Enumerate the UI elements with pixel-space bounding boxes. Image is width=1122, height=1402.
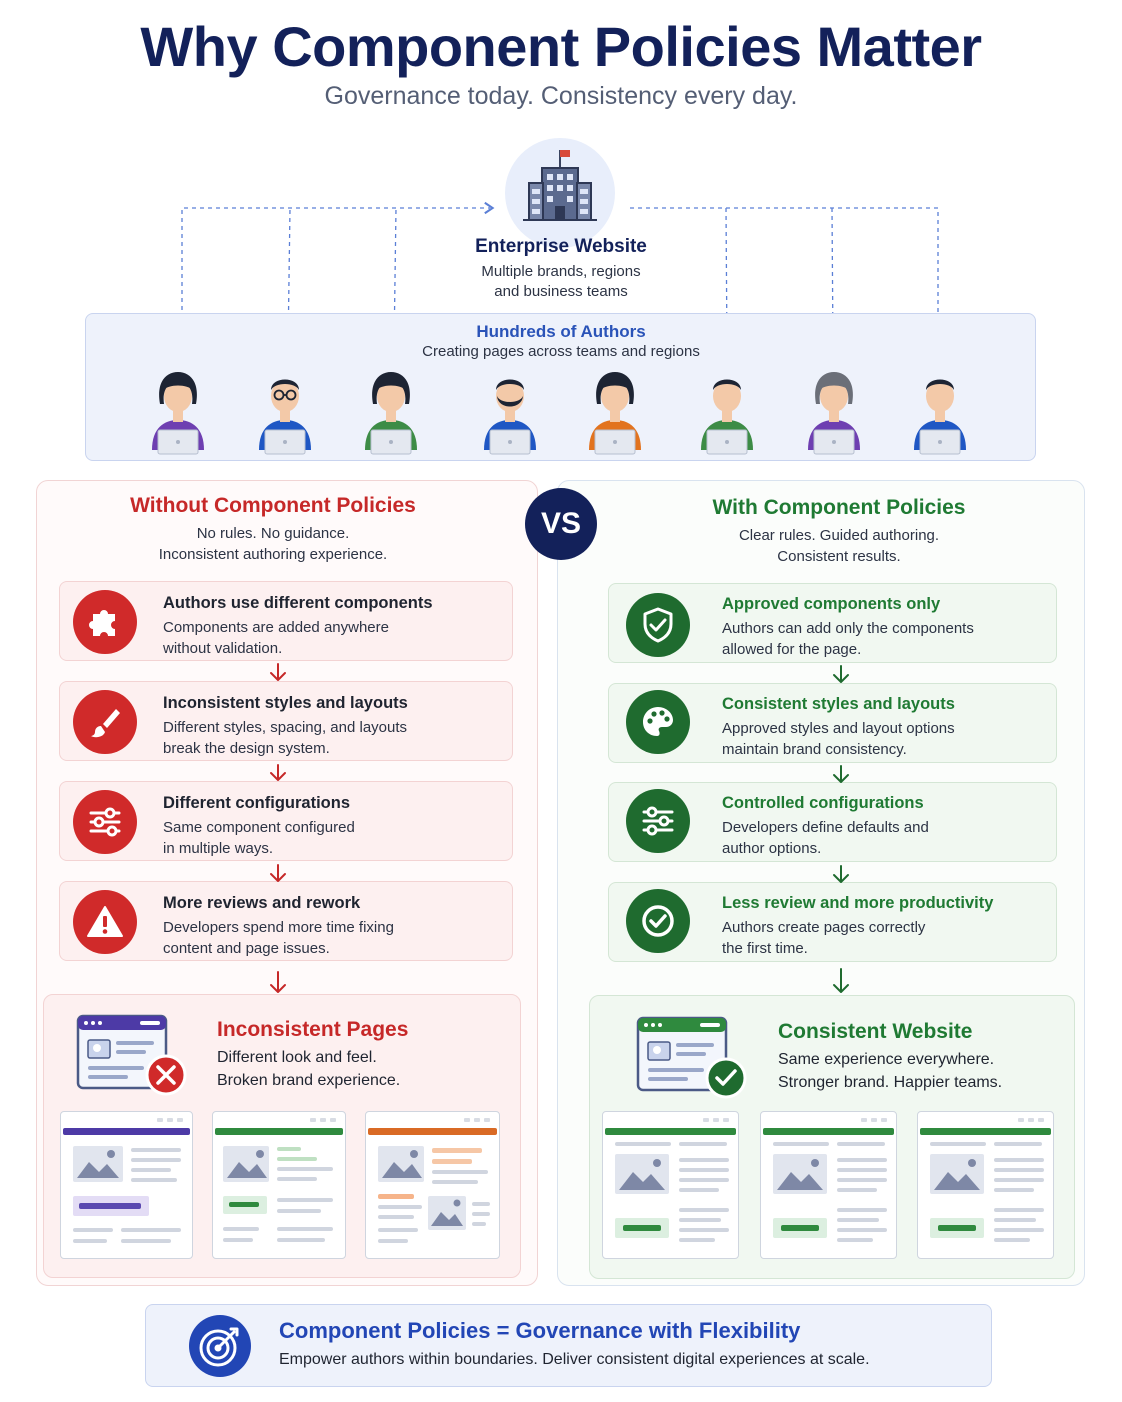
- card-text-line2: maintain brand consistency.: [722, 741, 907, 758]
- consistent-website-text: Same experience everywhere. Stronger bra…: [778, 1048, 1002, 1094]
- flow-arrows: [270, 663, 849, 993]
- card-title: More reviews and rework: [163, 894, 361, 912]
- enterprise-title: Enterprise Website: [475, 236, 647, 257]
- card-text: Components are added anywhere without va…: [163, 617, 389, 659]
- outcome-line1: Same experience everywhere.: [778, 1051, 995, 1068]
- card-text-line2: author options.: [722, 840, 822, 857]
- paintbrush-icon: [73, 690, 137, 754]
- authors-panel: [85, 313, 1036, 461]
- shield-check-icon: [626, 593, 690, 657]
- inconsistent-page-thumbnail: [365, 1111, 500, 1259]
- card-text-line1: Authors can add only the components: [722, 620, 974, 637]
- with-card-2: Consistent styles and layouts Approved s…: [608, 683, 1057, 763]
- without-card-3: Different configurations Same component …: [59, 781, 513, 861]
- sliders-icon: [626, 789, 690, 853]
- card-title: Approved components only: [722, 595, 941, 613]
- author-avatar: [144, 366, 212, 458]
- author-avatar: [693, 366, 761, 458]
- footer-text: Empower authors within boundaries. Deliv…: [279, 1351, 870, 1368]
- card-text: Developers define defaults and author op…: [722, 817, 929, 859]
- card-text-line2: break the design system.: [163, 740, 330, 757]
- without-desc-line1: No rules. No guidance.: [196, 525, 350, 542]
- authors-description: Creating pages across teams and regions: [422, 343, 700, 360]
- sliders-icon: [73, 790, 137, 854]
- card-text-line1: Approved styles and layout options: [722, 720, 955, 737]
- approved-page-icon: [636, 1016, 747, 1099]
- enterprise-desc-line1: Multiple brands, regions: [481, 263, 641, 280]
- card-text: Approved styles and layout options maint…: [722, 718, 955, 760]
- outcome-line1: Different look and feel.: [217, 1049, 377, 1066]
- with-card-4: Less review and more productivity Author…: [608, 882, 1057, 962]
- card-title: Consistent styles and layouts: [722, 695, 955, 713]
- consistent-website-title: Consistent Website: [778, 1020, 973, 1043]
- with-description: Clear rules. Guided authoring. Consisten…: [626, 525, 1052, 567]
- card-text: Developers spend more time fixing conten…: [163, 917, 394, 959]
- office-building-icon: [523, 150, 597, 221]
- card-text-line2: without validation.: [163, 640, 283, 657]
- outcome-line2: Stronger brand. Happier teams.: [778, 1074, 1003, 1091]
- warning-icon: [73, 890, 137, 954]
- with-desc-line2: Consistent results.: [777, 548, 901, 565]
- card-text: Different styles, spacing, and layouts b…: [163, 717, 407, 759]
- card-text-line1: Same component configured: [163, 819, 355, 836]
- card-title: Inconsistent styles and layouts: [163, 694, 408, 712]
- card-title: Different configurations: [163, 794, 351, 812]
- card-text-line1: Components are added anywhere: [163, 619, 389, 636]
- card-text-line1: Developers define defaults and: [722, 819, 929, 836]
- card-title: Authors use different components: [163, 594, 433, 612]
- card-text-line2: allowed for the page.: [722, 641, 862, 658]
- inconsistent-page-thumbnail: [60, 1111, 193, 1259]
- consistent-page-thumbnail: [602, 1111, 739, 1259]
- author-avatar: [906, 366, 974, 458]
- inconsistent-pages-text: Different look and feel. Broken brand ex…: [217, 1046, 400, 1092]
- authors-title: Hundreds of Authors: [476, 322, 646, 341]
- footer-banner: [145, 1304, 992, 1387]
- author-avatar: [800, 366, 868, 458]
- inconsistent-pages-title: Inconsistent Pages: [217, 1018, 409, 1041]
- card-text-line1: Authors create pages correctly: [722, 919, 926, 936]
- target-icon: [189, 1315, 251, 1377]
- without-title: Without Component Policies: [130, 494, 416, 517]
- card-text-line1: Developers spend more time fixing: [163, 919, 394, 936]
- author-avatar: [476, 366, 544, 458]
- card-text: Authors can add only the components allo…: [722, 618, 974, 660]
- consistent-page-thumbnail: [760, 1111, 897, 1259]
- card-text-line2: the first time.: [722, 940, 808, 957]
- enterprise-description: Multiple brands, regions and business te…: [400, 262, 722, 302]
- card-text-line2: in multiple ways.: [163, 840, 274, 857]
- with-desc-line1: Clear rules. Guided authoring.: [738, 527, 940, 544]
- without-description: No rules. No guidance. Inconsistent auth…: [60, 523, 486, 565]
- without-card-1: Authors use different components Compone…: [59, 581, 513, 661]
- inconsistent-page-thumbnail: [212, 1111, 346, 1259]
- card-text-line1: Different styles, spacing, and layouts: [163, 719, 408, 736]
- without-desc-line2: Inconsistent authoring experience.: [158, 546, 388, 563]
- palette-icon: [626, 690, 690, 754]
- puzzle-icon: [73, 590, 137, 654]
- card-title: Controlled configurations: [722, 794, 924, 812]
- page-title: Why Component Policies Matter: [140, 15, 982, 78]
- vs-badge: VS: [525, 488, 597, 560]
- with-card-3: Controlled configurations Developers def…: [608, 782, 1057, 862]
- page-subtitle: Governance today. Consistency every day.: [324, 82, 798, 110]
- author-avatar: [581, 366, 649, 458]
- author-avatar: [251, 366, 319, 458]
- with-title: With Component Policies: [712, 496, 966, 519]
- card-text-line2: content and page issues.: [163, 940, 330, 957]
- enterprise-icon-circle: [505, 138, 615, 248]
- without-card-2: Inconsistent styles and layouts Differen…: [59, 681, 513, 761]
- check-circle-icon: [626, 889, 690, 953]
- card-text: Authors create pages correctly the first…: [722, 917, 925, 959]
- broken-page-icon: [76, 1014, 187, 1096]
- author-avatar: [357, 366, 425, 458]
- outcome-line2: Broken brand experience.: [217, 1072, 401, 1089]
- card-title: Less review and more productivity: [722, 894, 994, 912]
- without-card-4: More reviews and rework Developers spend…: [59, 881, 513, 961]
- consistent-page-thumbnail: [917, 1111, 1054, 1259]
- card-text: Same component configured in multiple wa…: [163, 817, 355, 859]
- enterprise-desc-line2: and business teams: [494, 283, 628, 300]
- footer-title: Component Policies = Governance with Fle…: [279, 1318, 801, 1343]
- with-card-1: Approved components only Authors can add…: [608, 583, 1057, 663]
